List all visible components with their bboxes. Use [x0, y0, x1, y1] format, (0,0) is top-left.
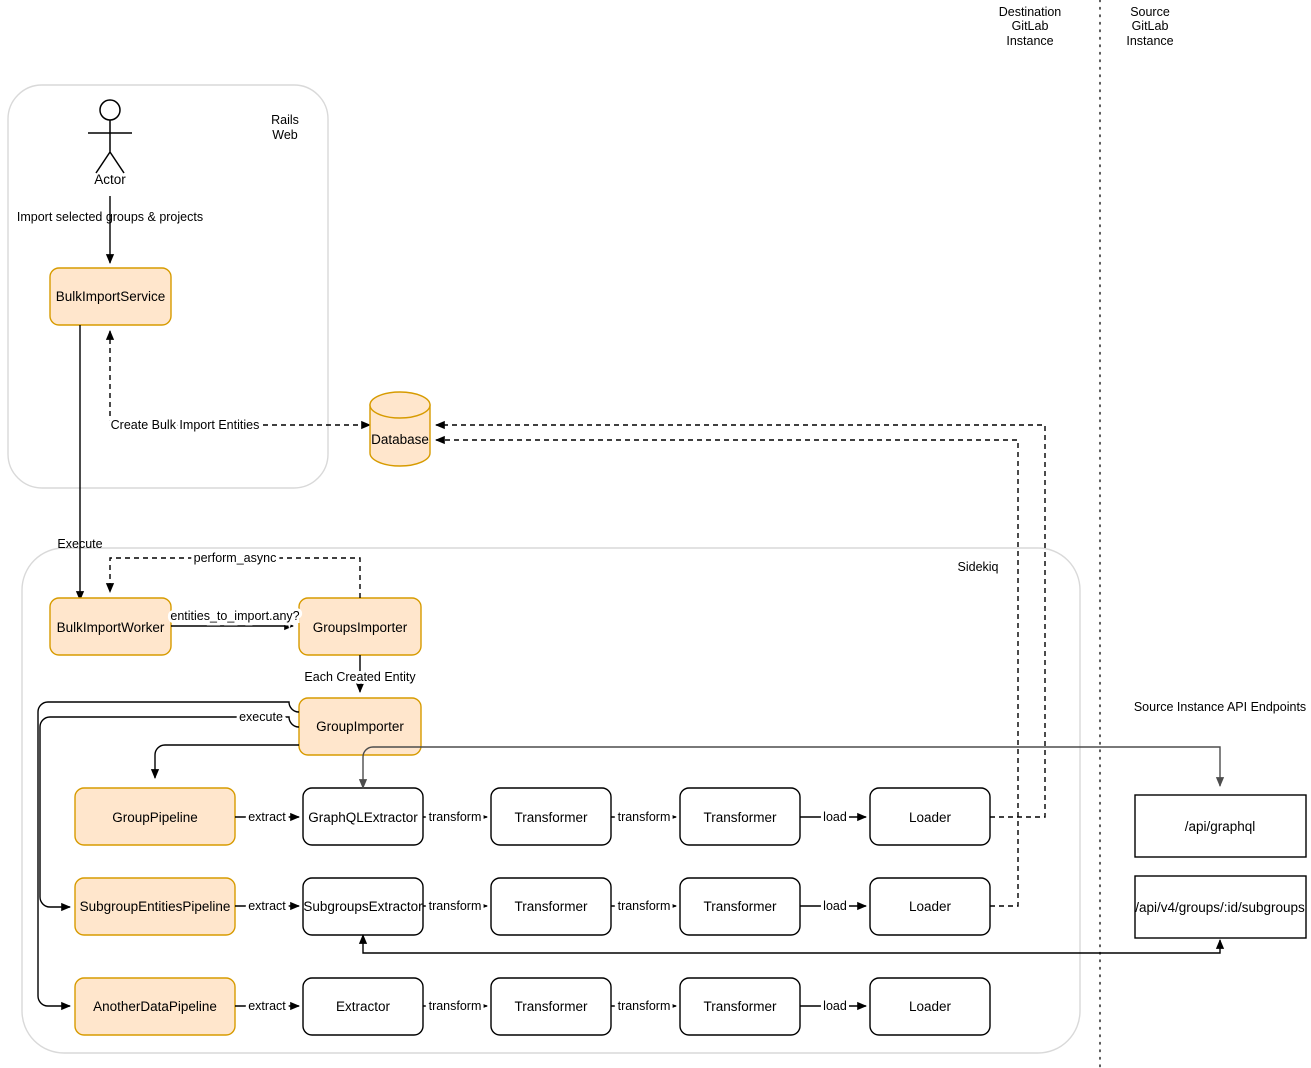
node-row3-transformer-2[interactable]: Transformer	[679, 977, 801, 1036]
node-extractor[interactable]: Extractor	[302, 977, 424, 1036]
node-database-label: Database	[371, 432, 429, 447]
node-row2-transformer-1[interactable]: Transformer	[490, 877, 612, 936]
edge-label-row3-transform-2: transform	[618, 999, 671, 1013]
node-row2-loader[interactable]: Loader	[869, 877, 991, 936]
source-zone-label: Source GitLab Instance	[1126, 5, 1173, 48]
node-row1-transformer-2-label: Transformer	[703, 810, 777, 825]
edge-label-import-selected: Import selected groups & projects	[17, 210, 203, 224]
source-zone-line-2: GitLab	[1132, 19, 1169, 33]
rails-web-container	[7, 84, 329, 489]
node-row2-transformer-2[interactable]: Transformer	[679, 877, 801, 936]
node-groups-importer-label: GroupsImporter	[313, 620, 408, 635]
node-group-pipeline[interactable]: GroupPipeline	[74, 787, 236, 846]
edge-label-row3-transform-1: transform	[429, 999, 482, 1013]
source-zone-line-3: Instance	[1126, 34, 1173, 48]
edge-label-row2-extract: extract	[248, 899, 286, 913]
destination-zone-label: Destination GitLab Instance	[999, 5, 1062, 48]
destination-zone-line-2: GitLab	[1012, 19, 1049, 33]
node-extractor-label: Extractor	[336, 999, 391, 1014]
node-subgroup-entities-pipeline-label: SubgroupEntitiesPipeline	[80, 899, 231, 914]
node-api-graphql[interactable]: /api/graphql	[1134, 794, 1307, 858]
actor-label: Actor	[94, 172, 126, 187]
actor-figure	[88, 99, 132, 174]
node-api-subgroups[interactable]: /api/v4/groups/:id/subgroups	[1134, 875, 1307, 939]
edge-execute-to-subgroup-entities-pipeline	[39, 716, 300, 912]
destination-zone-line-1: Destination	[999, 5, 1062, 19]
node-subgroups-extractor-label: SubgroupsExtractor	[303, 899, 423, 914]
edge-label-row2-transform-1: transform	[429, 899, 482, 913]
edge-perform-async	[105, 557, 361, 598]
node-bulk-import-service[interactable]: BulkImportService	[49, 267, 172, 326]
rails-web-label-line-2: Web	[272, 128, 298, 142]
edge-label-execute: execute	[239, 710, 283, 724]
node-bulk-import-worker[interactable]: BulkImportWorker	[49, 597, 172, 656]
edge-label-row1-extract: extract	[248, 810, 286, 824]
edge-label-row1-load: load	[823, 810, 847, 824]
node-row3-transformer-2-label: Transformer	[703, 999, 777, 1014]
node-row1-loader-label: Loader	[909, 810, 952, 825]
source-zone-line-1: Source	[1130, 5, 1170, 19]
node-row1-transformer-2[interactable]: Transformer	[679, 787, 801, 846]
node-api-graphql-label: /api/graphql	[1185, 819, 1256, 834]
destination-zone-line-3: Instance	[1006, 34, 1053, 48]
node-row3-transformer-1[interactable]: Transformer	[490, 977, 612, 1036]
node-another-data-pipeline[interactable]: AnotherDataPipeline	[74, 977, 236, 1036]
node-subgroup-entities-pipeline[interactable]: SubgroupEntitiesPipeline	[74, 877, 236, 936]
node-groups-importer[interactable]: GroupsImporter	[298, 597, 422, 656]
node-another-data-pipeline-label: AnotherDataPipeline	[93, 999, 217, 1014]
node-row1-loader[interactable]: Loader	[869, 787, 991, 846]
edge-execute-to-group-pipeline	[150, 744, 299, 779]
edge-label-each-created-entity: Each Created Entity	[304, 670, 416, 684]
node-graphql-extractor-label: GraphQLExtractor	[308, 810, 418, 825]
edge-subgroups-extractor-to-api-subgroups	[358, 934, 1225, 954]
node-row3-transformer-1-label: Transformer	[514, 999, 588, 1014]
node-row2-transformer-1-label: Transformer	[514, 899, 588, 914]
node-group-importer[interactable]: GroupImporter	[298, 697, 422, 756]
node-database[interactable]: Database	[369, 391, 431, 467]
edge-loader1-to-database	[435, 420, 1046, 818]
node-bulk-import-worker-label: BulkImportWorker	[57, 620, 165, 635]
sidekiq-container	[21, 547, 1081, 1054]
edge-label-row1-transform-1: transform	[429, 810, 482, 824]
edge-label-perform-async: perform_async	[194, 551, 277, 565]
edge-label-row2-load: load	[823, 899, 847, 913]
edge-loader2-to-database	[435, 435, 1019, 907]
node-row2-loader-label: Loader	[909, 899, 952, 914]
node-row3-loader[interactable]: Loader	[869, 977, 991, 1036]
node-subgroups-extractor[interactable]: SubgroupsExtractor	[302, 877, 424, 936]
node-graphql-extractor[interactable]: GraphQLExtractor	[302, 787, 424, 846]
node-group-pipeline-label: GroupPipeline	[112, 810, 198, 825]
node-row1-transformer-1-label: Transformer	[514, 810, 588, 825]
node-row2-transformer-2-label: Transformer	[703, 899, 777, 914]
edge-graphql-extractor-to-api-graphql	[358, 746, 1225, 789]
edge-label-create-bulk-import-entities: Create Bulk Import Entities	[111, 418, 260, 432]
edge-label-row1-transform-2: transform	[618, 810, 671, 824]
edge-label-row2-transform-2: transform	[618, 899, 671, 913]
edge-label-row3-load: load	[823, 999, 847, 1013]
edge-execute-to-another-data-pipeline	[37, 701, 300, 1011]
node-api-subgroups-label: /api/v4/groups/:id/subgroups	[1135, 900, 1305, 915]
edge-label-row3-extract: extract	[248, 999, 286, 1013]
edge-label-entities-to-import: entities_to_import.any?	[170, 609, 299, 623]
node-row1-transformer-1[interactable]: Transformer	[490, 787, 612, 846]
sidekiq-label: Sidekiq	[958, 560, 999, 574]
node-row3-loader-label: Loader	[909, 999, 952, 1014]
node-bulk-import-service-label: BulkImportService	[56, 289, 166, 304]
rails-web-label-line-1: Rails	[271, 113, 299, 127]
node-group-importer-label: GroupImporter	[316, 719, 404, 734]
source-api-label: Source Instance API Endpoints	[1134, 700, 1306, 714]
edge-label-execute-top: Execute	[57, 537, 102, 551]
